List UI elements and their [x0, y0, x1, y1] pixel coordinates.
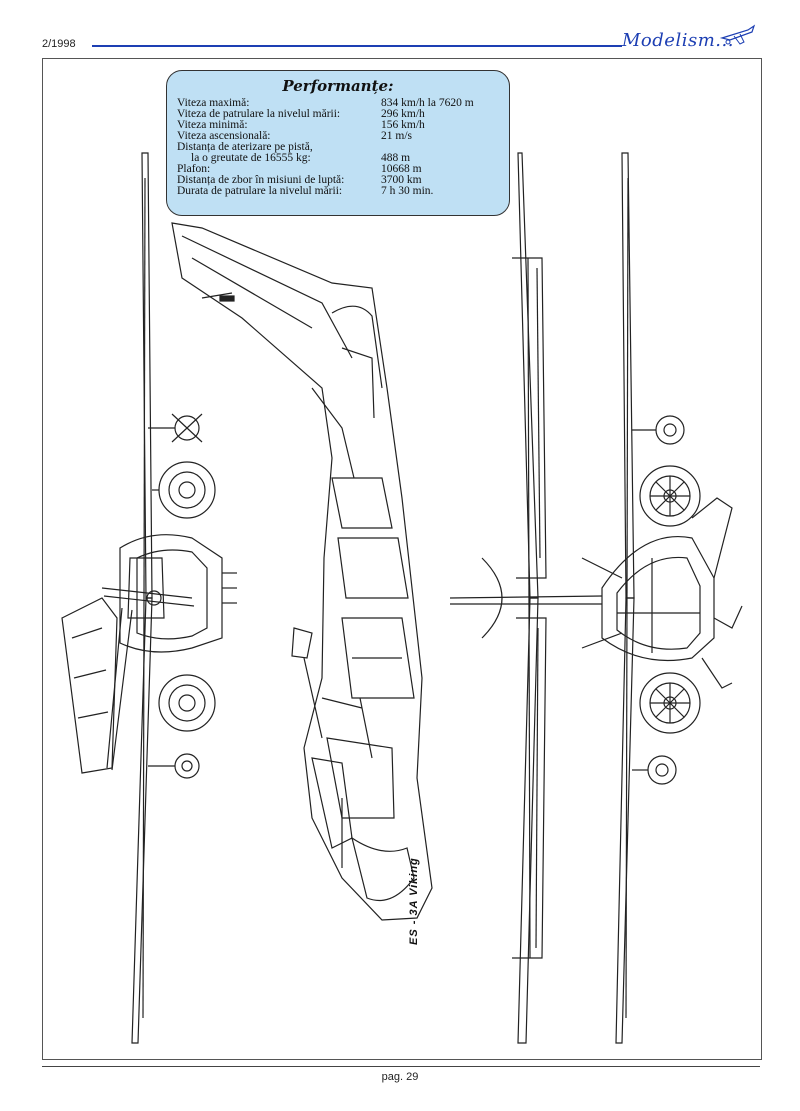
- table-row: Distanța de aterizare pe pistă,: [177, 141, 499, 153]
- row-label: Distanța de zbor în misiuni de luptă:: [177, 174, 345, 186]
- top-view-cockpit: [581, 497, 743, 689]
- table-row: Plafon: 10668 m: [177, 163, 499, 175]
- row-value: 296 km/h: [381, 108, 425, 120]
- top-view-engine-bottom: [639, 672, 701, 734]
- header-rule: [92, 45, 622, 47]
- row-label: la o greutate de 16555 kg:: [191, 152, 311, 164]
- table-row: Viteza de patrulare la nivelul mării: 29…: [177, 108, 499, 120]
- performance-title: Performanțe:: [282, 77, 394, 95]
- magazine-logo: Modelism...: [622, 30, 734, 51]
- issue-number: 2/1998: [42, 38, 76, 50]
- top-view-left-wing: [512, 152, 547, 1044]
- row-label: Distanța de aterizare pe pistă,: [177, 141, 313, 153]
- row-label: Durata de patrulare la nivelul mării:: [177, 185, 343, 197]
- left-view-fuselage: [119, 534, 237, 653]
- table-row: Viteza maximă: 834 km/h la 7620 m: [177, 97, 499, 109]
- left-view-engine-bottom: [158, 674, 216, 732]
- row-label: Viteza maximă:: [177, 97, 250, 109]
- table-row: la o greutate de 16555 kg: 488 m: [177, 152, 499, 164]
- performance-table: Viteza maximă: 834 km/h la 7620 m Viteza…: [177, 97, 499, 197]
- row-value: 3700 km: [381, 174, 422, 186]
- footer-rule: [42, 1066, 760, 1067]
- left-view-engine-top: [152, 461, 216, 519]
- table-row: Viteza ascensională: 21 m/s: [177, 130, 499, 142]
- top-view-engine-top: [639, 465, 701, 527]
- row-label: Viteza de patrulare la nivelul mării:: [177, 108, 341, 120]
- performance-box: Performanțe: Viteza maximă: 834 km/h la …: [166, 70, 510, 216]
- row-value: 7 h 30 min.: [381, 185, 434, 197]
- row-value: 834 km/h la 7620 m: [381, 97, 474, 109]
- row-label: Plafon:: [177, 163, 211, 175]
- aircraft-model-label: ES - 3A Viking: [408, 857, 420, 945]
- three-view-drawing: [61, 152, 743, 1044]
- airplane-logo-icon: [719, 24, 756, 45]
- row-value: 10668 m: [381, 163, 422, 175]
- side-view-fuselage: [171, 222, 433, 921]
- left-view-wing: [127, 152, 165, 1044]
- table-row: Distanța de zbor în misiuni de luptă: 37…: [177, 174, 499, 186]
- row-value: 21 m/s: [381, 130, 412, 142]
- row-value: 156 km/h: [381, 119, 425, 131]
- table-row: Durata de patrulare la nivelul mării: 7 …: [177, 185, 499, 197]
- row-value: 488 m: [381, 152, 411, 164]
- table-row: Viteza minimă: 156 km/h: [177, 119, 499, 131]
- row-label: Viteza minimă:: [177, 119, 248, 131]
- top-view-right-wing: [615, 152, 635, 1044]
- row-label: Viteza ascensională:: [177, 130, 271, 142]
- page-number: pag. 29: [381, 1071, 419, 1083]
- left-view-tail: [61, 597, 133, 774]
- drawing-frame: [42, 58, 762, 1060]
